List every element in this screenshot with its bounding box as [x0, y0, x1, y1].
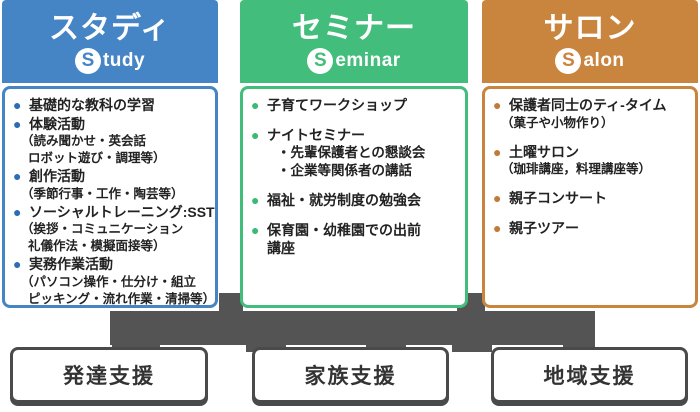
item-text: ソーシャルトレーニング:SST — [29, 203, 215, 220]
list-item: ● ソーシャルトレーニング:SST （挨拶・コミュニケーション礼儀作法・模擬面接等） — [13, 203, 215, 256]
item-subline: （菓子や小物作り） — [501, 115, 614, 130]
column-list-seminar: ● 子育てワークショップ ● ナイトセミナー・先輩保護者との懇談会・企業等関係者の講話… — [240, 86, 468, 308]
list-item: ● 福祉・就労制度の勉強会 — [251, 191, 461, 210]
item-text: 保護者同士のティ-タイム — [509, 97, 667, 113]
list-item: ● 子育てワークショップ — [251, 96, 461, 115]
bullet-icon: ● — [251, 97, 260, 113]
item-subline: （季節行事・工作・陶芸等） — [21, 186, 184, 201]
item-subline: （パソコン操作・仕分け・組立 — [21, 274, 197, 289]
list-item: ● ナイトセミナー・先輩保護者との懇談会・企業等関係者の講話 — [251, 126, 461, 181]
list-item: ● 保護者同士のティ-タイム （菓子や小物作り） — [493, 96, 691, 132]
item-text: 子育てワークショップ — [267, 97, 407, 113]
subtitle-rest: eminar — [335, 49, 401, 71]
item-subline: （読み聞かせ・英会話 — [21, 134, 147, 148]
list-item: ● 土曜サロン （珈琲講座，料理講座等） — [493, 143, 691, 179]
s-circle-icon: S — [307, 47, 334, 74]
column-title: サロン — [543, 11, 637, 45]
connector-stub-down-1 — [112, 341, 160, 352]
item-text: 親子コンサート — [509, 190, 607, 206]
subtitle-rest: alon — [583, 49, 625, 71]
column-list-study: ● 基礎的な教科の学習 ● 体験活動 （読み聞かせ・英会話ロボット遊び・調理等） ● 創作活… — [2, 86, 218, 308]
list-item: ● 創作活動 （季節行事・工作・陶芸等） — [13, 167, 211, 203]
connector-stub-down-4 — [452, 341, 492, 352]
list-item: ● 基礎的な教科の学習 — [13, 96, 211, 115]
item-text: ナイトセミナー — [267, 126, 365, 143]
support-box-development: 発達支援 — [10, 347, 208, 403]
connector-stub-down-3 — [366, 341, 406, 352]
list-item: ● 保育園・幼稚園での出前講座 — [251, 221, 461, 258]
item-text: 親子ツアー — [509, 219, 579, 236]
bullet-icon: ● — [493, 219, 502, 236]
support-box-community: 地域支援 — [491, 347, 688, 403]
item-subline: （挨拶・コミュニケーション — [21, 222, 184, 236]
list-item: ● 体験活動 （読み聞かせ・英会話ロボット遊び・調理等） — [13, 115, 211, 168]
list-item: ● 親子コンサート — [493, 189, 691, 208]
bullet-icon: ● — [251, 126, 260, 143]
item-subline: ロボット遊び・調理等） — [28, 151, 166, 165]
item-text: 福祉・就労制度の勉強会 — [267, 192, 421, 208]
column-title: スタディ — [49, 11, 171, 45]
s-circle-icon: S — [555, 47, 582, 74]
s-circle-icon: S — [74, 47, 101, 74]
support-box-family: 家族支援 — [252, 347, 449, 403]
bullet-icon: ● — [251, 192, 260, 208]
list-item: ● 親子ツアー — [493, 219, 691, 238]
item-text: 創作活動 — [29, 168, 85, 184]
list-item: ● 実務作業活動 （パソコン操作・仕分け・組立ピッキング・流れ作業・清掃等） — [13, 255, 216, 308]
bullet-icon: ● — [493, 143, 502, 160]
item-subline: （珈琲講座，料理講座等） — [501, 162, 652, 176]
item-subline: ・企業等関係者の講話 — [277, 163, 412, 178]
column-list-salon: ● 保護者同士のティ-タイム （菓子や小物作り） ● 土曜サロン （珈琲講座，料理講座等）… — [482, 86, 698, 308]
bullet-icon: ● — [13, 203, 22, 220]
bullet-icon: ● — [13, 168, 22, 184]
bullet-icon: ● — [13, 115, 22, 132]
item-subline: ピッキング・流れ作業・清掃等） — [28, 291, 216, 306]
item-text: 体験活動 — [29, 115, 85, 132]
item-subline: 講座 — [267, 240, 295, 256]
item-subline: ・先輩保護者との懇談会 — [277, 145, 426, 160]
connector-stub-down-2 — [246, 341, 286, 352]
bullet-icon: ● — [493, 97, 502, 113]
bullet-icon: ● — [13, 97, 22, 113]
bullet-icon: ● — [493, 190, 502, 206]
item-subline: 礼儀作法・模擬面接等） — [28, 239, 166, 253]
bullet-icon: ● — [251, 221, 260, 238]
item-text: 土曜サロン — [509, 143, 579, 160]
item-text: 保育園・幼稚園での出前 — [267, 221, 421, 238]
item-text: 実務作業活動 — [29, 256, 113, 272]
column-title: セミナー — [292, 11, 416, 45]
connector-stub-down-5 — [563, 341, 595, 352]
connector-stub-up-1 — [219, 293, 243, 315]
item-text: 基礎的な教科の学習 — [29, 97, 155, 113]
subtitle-rest: tudy — [102, 49, 146, 71]
connector-band — [110, 311, 595, 345]
bullet-icon: ● — [13, 256, 22, 272]
